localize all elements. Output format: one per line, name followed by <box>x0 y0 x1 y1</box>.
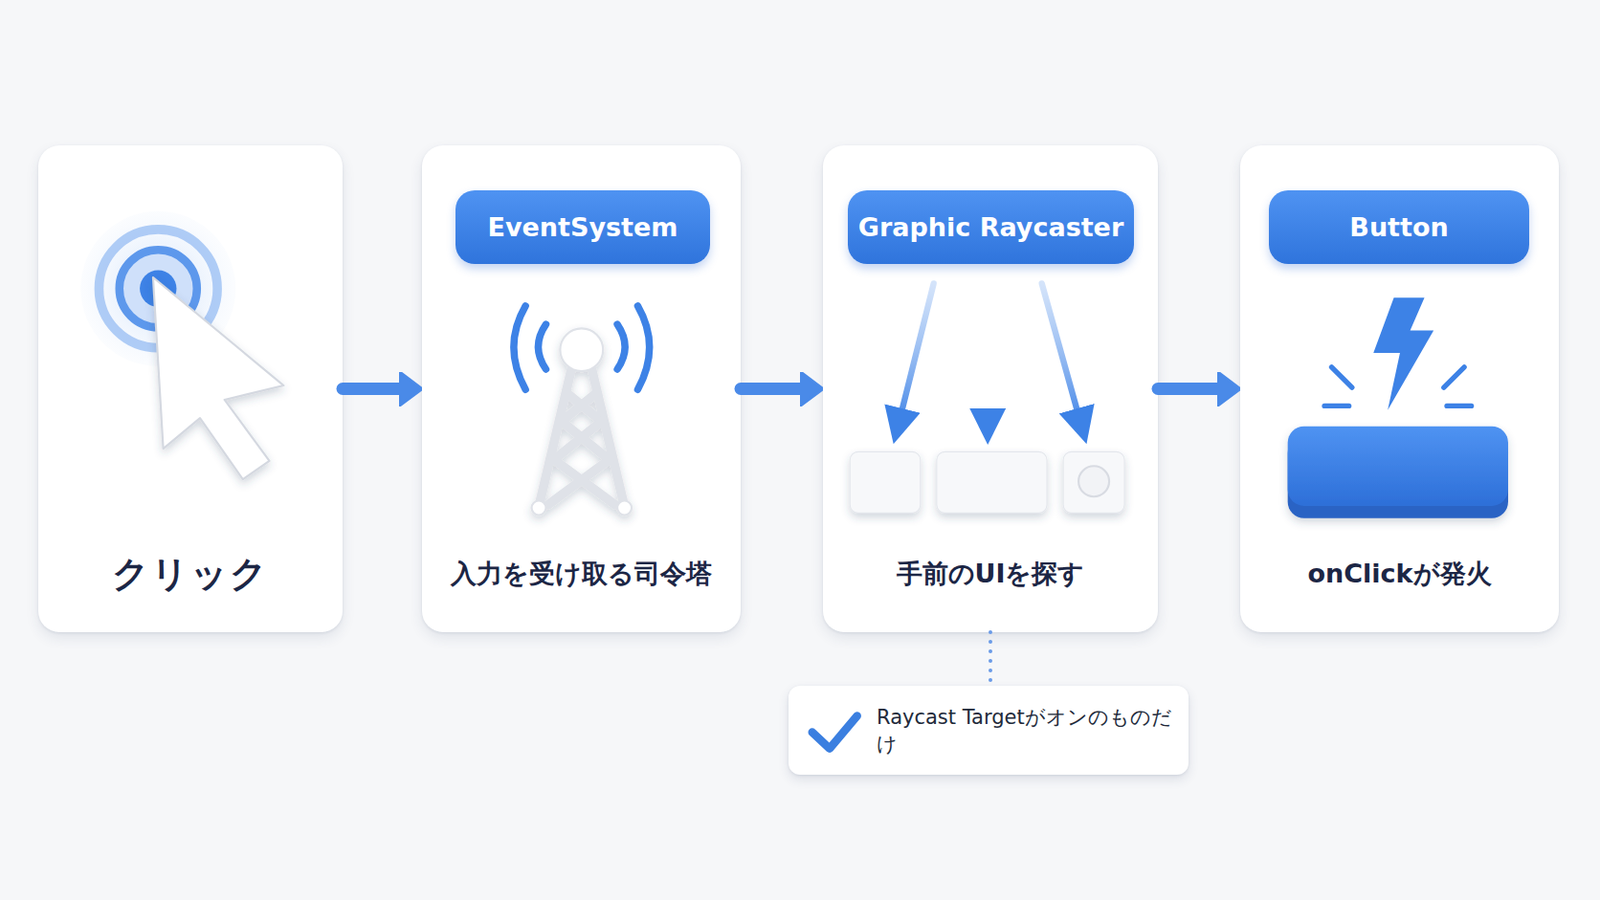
note-text: Raycast Targetがオンのものだけ <box>876 704 1189 758</box>
flow-arrow <box>740 382 800 396</box>
step-card: onClickが発火 Button <box>1240 145 1559 633</box>
component-pill: EventSystem <box>455 190 711 265</box>
step-label: 入力を受け取る司令塔 <box>422 545 741 603</box>
flow-arrow <box>1157 382 1218 396</box>
step-label: 手前のUIを探す <box>822 545 1158 603</box>
step-card: 入力を受け取る司令塔 EventSystem <box>422 145 741 633</box>
step-label: クリック <box>38 545 343 603</box>
flow-arrow <box>342 382 400 396</box>
dotted-leader <box>988 632 993 687</box>
component-pill: Graphic Raycaster <box>847 190 1134 265</box>
component-name: Button <box>1349 212 1448 243</box>
component-name: EventSystem <box>488 212 679 243</box>
component-name: Graphic Raycaster <box>858 212 1125 243</box>
step-card: クリック <box>38 145 343 633</box>
step-label: onClickが発火 <box>1240 545 1559 603</box>
component-pill: Button <box>1268 190 1530 265</box>
step-card: 手前のUIを探す Graphic Raycaster <box>822 145 1158 633</box>
note-callout: Raycast Targetがオンのものだけ <box>788 686 1189 776</box>
